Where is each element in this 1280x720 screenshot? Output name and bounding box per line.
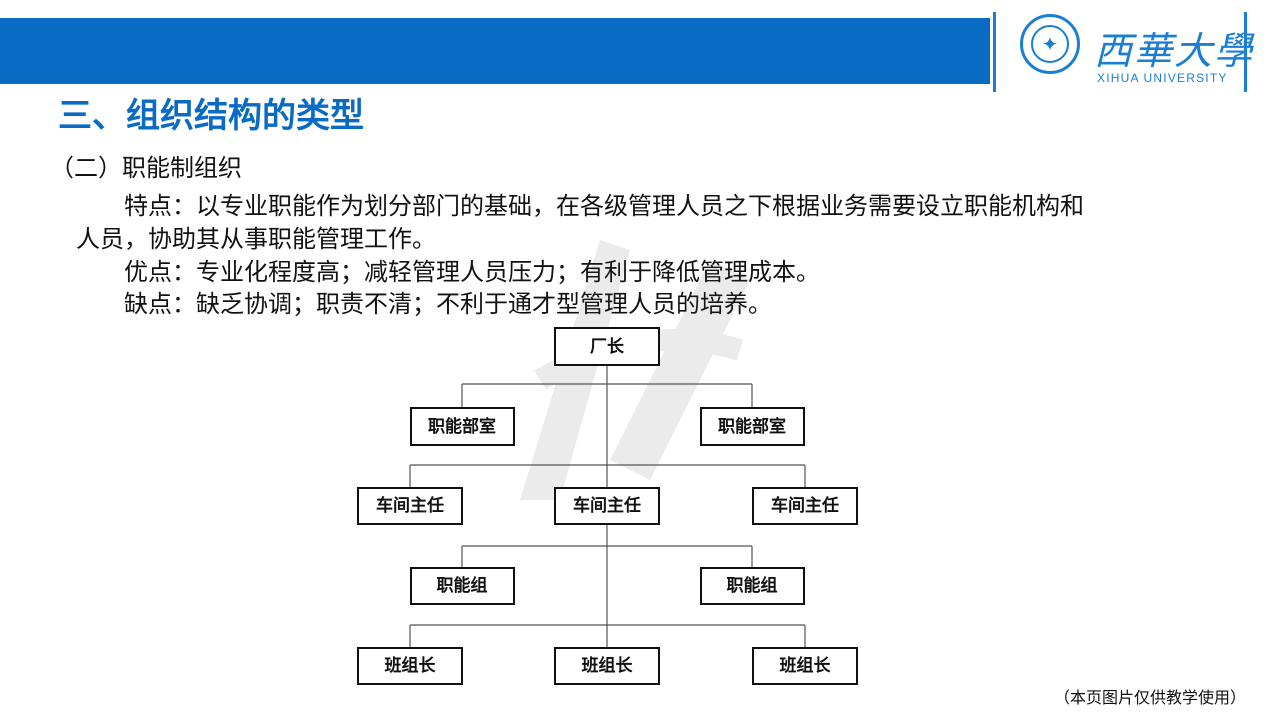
svg-text:班组长: 班组长 [385,655,437,676]
features-text-continued: 人员，协助其从事职能管理工作。 [76,225,436,253]
org-node-team-leader-left: 班组长 [357,647,463,685]
advantages-text: 优点：专业化程度高；减轻管理人员压力；有利于降低管理成本。 [124,258,820,286]
svg-text:职能部室: 职能部室 [718,416,786,437]
footnote: （本页图片仅供教学使用） [1053,688,1246,707]
svg-text:车间主任: 车间主任 [573,495,641,516]
org-node-functional-group-right: 职能组 [700,567,805,605]
org-node-workshop-director-right: 车间主任 [752,487,858,525]
university-logo-chinese: 西華大學 [1094,29,1255,73]
svg-text:职能部室: 职能部室 [428,416,496,437]
org-node-functional-dept-left: 职能部室 [410,407,515,446]
logo-divider-right [1244,12,1247,92]
org-node-functional-dept-right: 职能部室 [700,407,805,446]
page-title: 三、组织结构的类型 [58,96,364,136]
org-node-director: 厂长 [554,327,660,366]
org-node-team-leader-middle: 班组长 [554,647,660,685]
svg-text:厂长: 厂长 [590,336,625,357]
header-bar [0,18,990,84]
svg-text:车间主任: 车间主任 [771,495,839,516]
logo-divider-left [993,12,996,92]
features-text: 特点：以专业职能作为划分部门的基础，在各级管理人员之下根据业务需要设立职能机构和 [124,192,1084,220]
svg-text:职能组: 职能组 [437,575,488,596]
svg-text:职能组: 职能组 [727,575,778,596]
svg-text:班组长: 班组长 [780,655,832,676]
org-node-workshop-director-middle: 车间主任 [554,487,660,525]
disadvantages-text: 缺点：缺乏协调；职责不清；不利于通才型管理人员的培养。 [124,290,772,318]
org-node-workshop-director-left: 车间主任 [357,487,463,525]
section-subtitle: （二）职能制组织 [50,154,242,182]
svg-text:车间主任: 车间主任 [376,495,444,516]
university-emblem-icon: ✦ [1020,14,1080,74]
svg-text:班组长: 班组长 [582,655,634,676]
org-node-team-leader-right: 班组长 [752,647,858,685]
university-logo-english: XIHUA UNIVERSITY [1097,71,1228,85]
org-node-functional-group-left: 职能组 [410,567,515,605]
